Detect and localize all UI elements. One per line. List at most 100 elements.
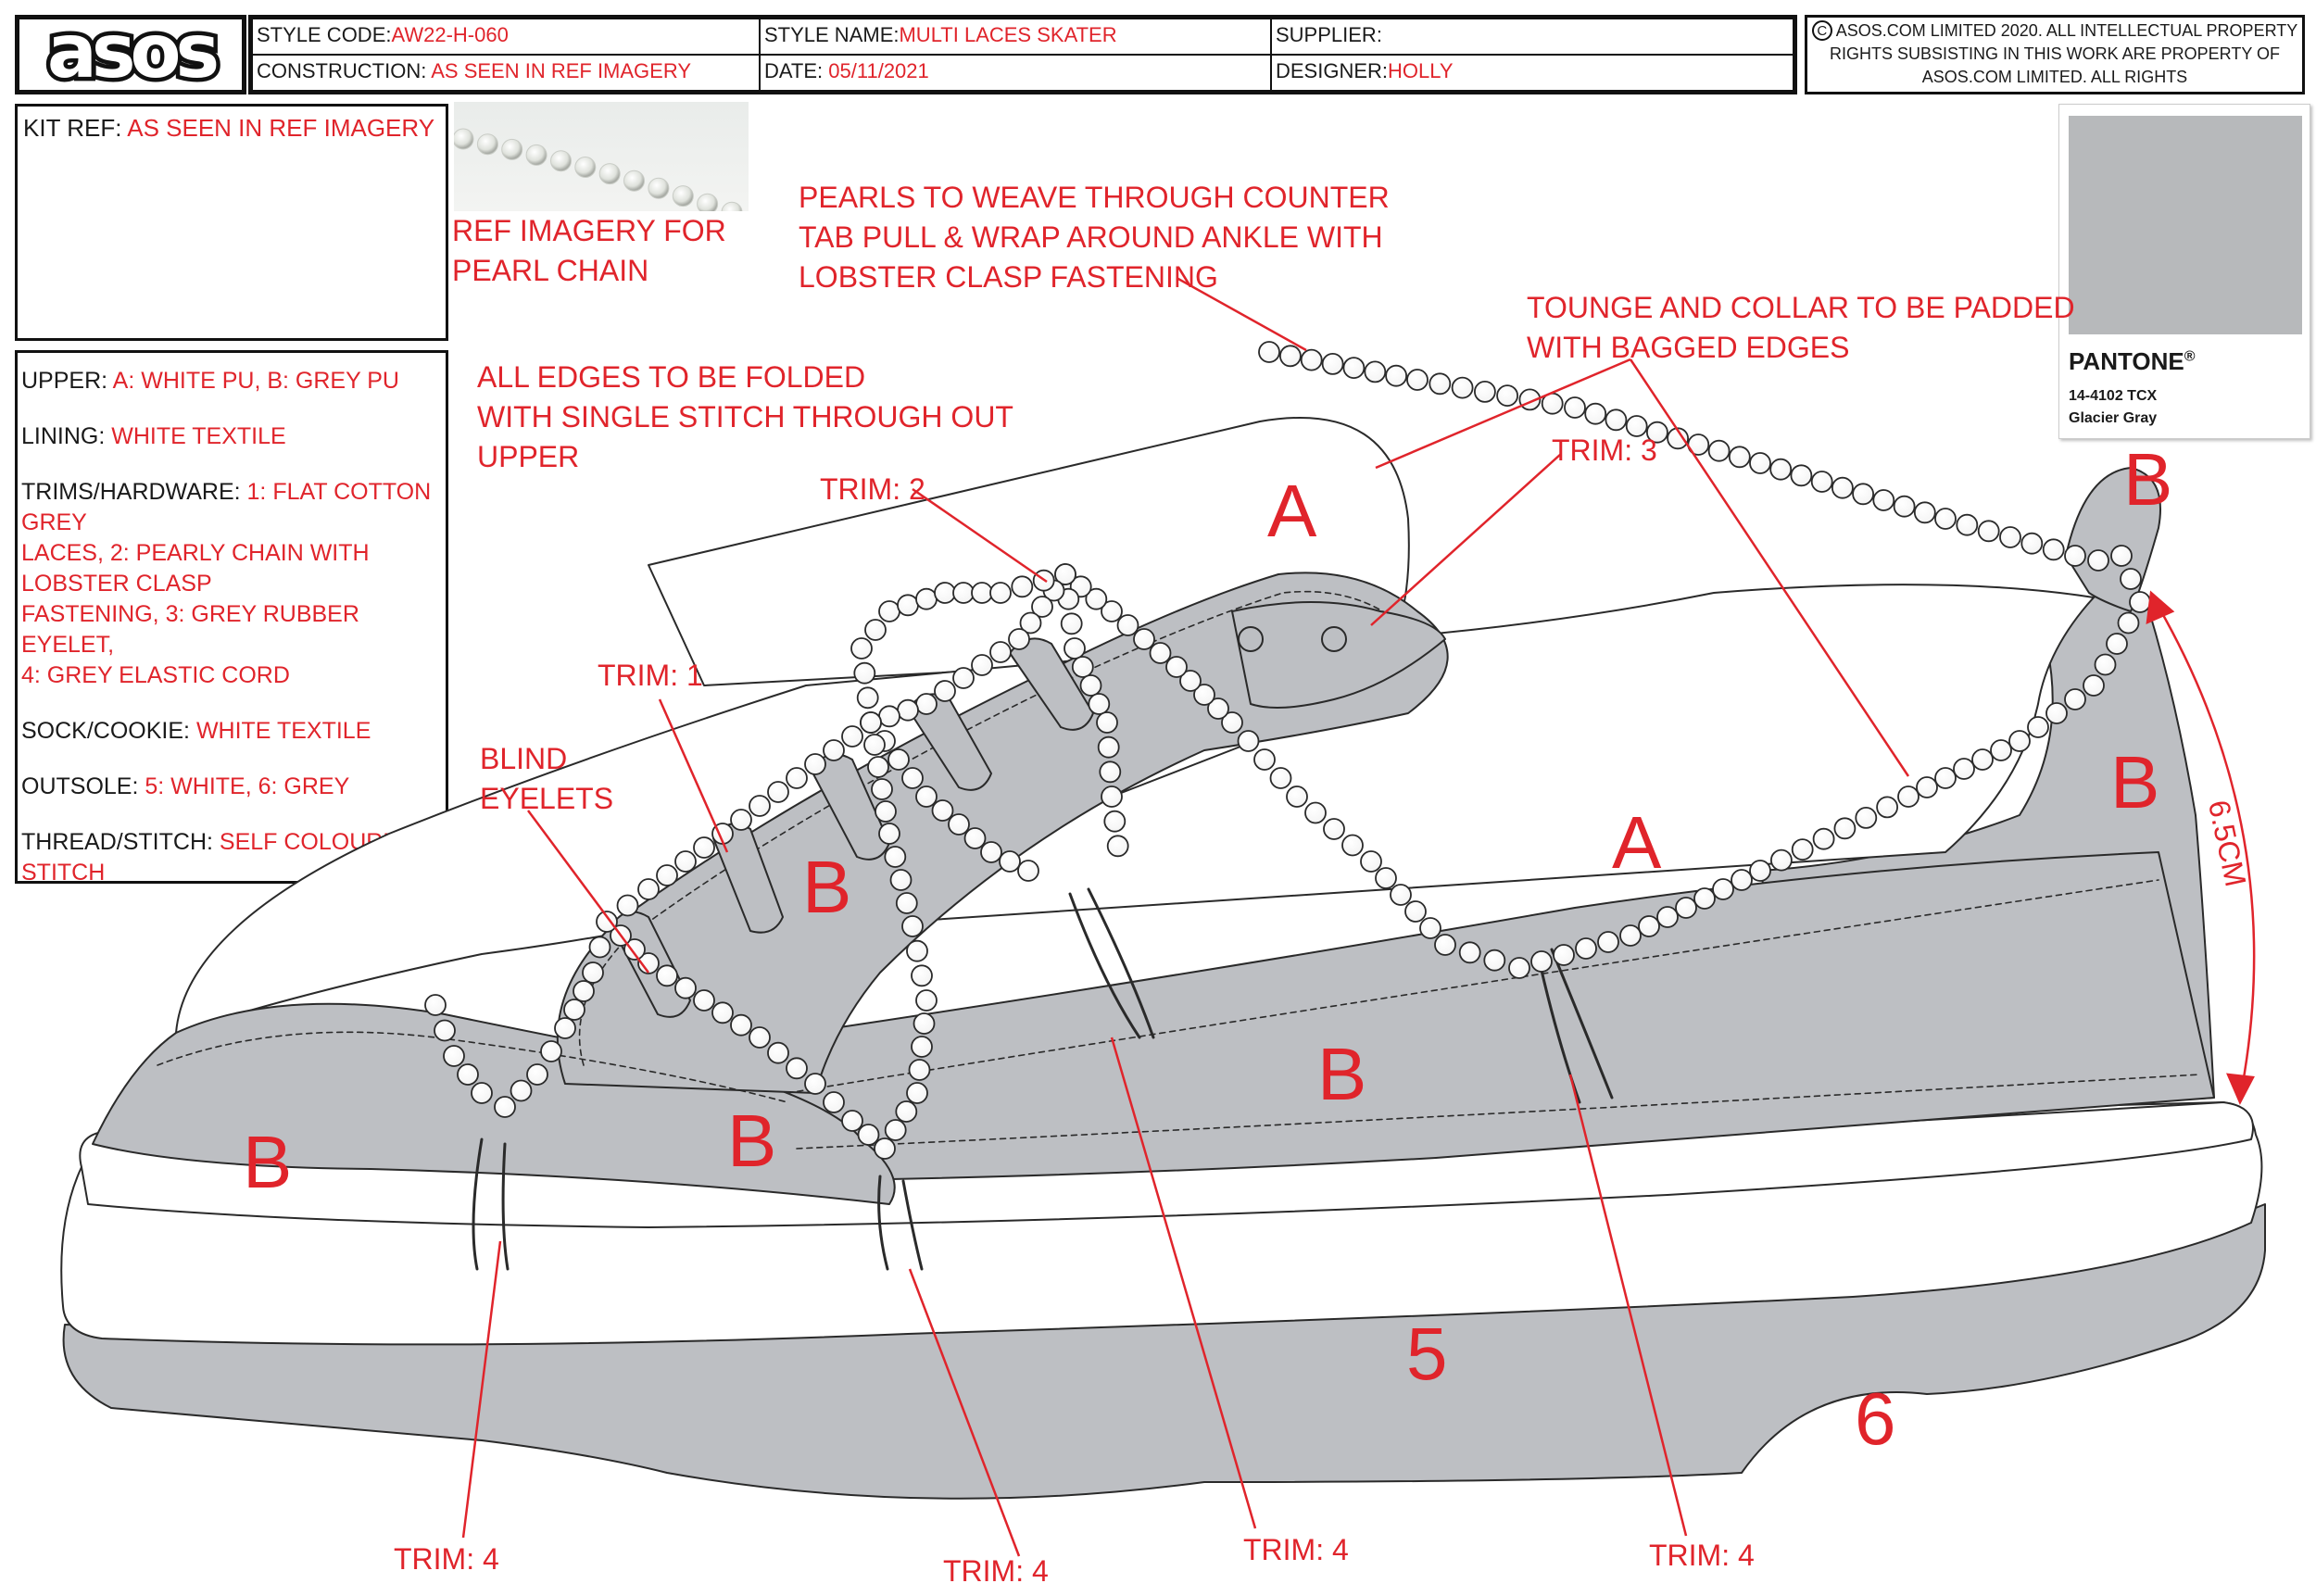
pearl bbox=[915, 785, 938, 808]
ref-pearl bbox=[525, 144, 548, 166]
ref-pearl bbox=[574, 157, 597, 178]
pearl bbox=[989, 582, 1012, 604]
spec-box: UPPER: A: WHITE PU, B: GREY PU LINING: W… bbox=[15, 350, 448, 886]
pearls-note-line-2: TAB PULL & WRAP AROUND ANKLE WITH bbox=[799, 220, 1383, 254]
pearl bbox=[1017, 860, 1039, 882]
supplier-label: SUPPLIER: bbox=[1276, 23, 1382, 46]
pearl bbox=[1149, 642, 1172, 664]
pearl bbox=[2008, 730, 2031, 752]
pearl bbox=[1831, 476, 1854, 499]
ref-pearl bbox=[672, 185, 694, 207]
measure-arrowhead-top bbox=[2146, 590, 2175, 625]
trim-4-label: TRIM: 4 bbox=[394, 1542, 499, 1576]
pearl bbox=[804, 1073, 826, 1095]
supplier-cell: SUPPLIER: bbox=[1272, 19, 1791, 54]
ref-pearl bbox=[454, 128, 474, 150]
pearl bbox=[1693, 887, 1716, 910]
pearl bbox=[1101, 600, 1123, 622]
pantone-brand-name: PANTONE bbox=[2069, 347, 2184, 375]
pearl bbox=[1406, 369, 1429, 391]
pearl bbox=[2117, 611, 2140, 635]
pearl bbox=[999, 850, 1021, 873]
pearl bbox=[1099, 760, 1122, 784]
ref-pearl bbox=[476, 133, 498, 156]
pearl bbox=[1605, 408, 1628, 432]
thread-label: THREAD/STITCH: bbox=[21, 829, 213, 855]
pearl bbox=[693, 836, 715, 859]
pearl bbox=[1179, 670, 1202, 692]
header-table: STYLE CODE:AW22-H-060 CONSTRUCTION: AS S… bbox=[248, 15, 1797, 94]
pearl bbox=[637, 952, 660, 974]
trims-value-3: FASTENING, 3: GREY RUBBER EYELET, bbox=[21, 601, 359, 658]
pearl bbox=[2087, 549, 2109, 572]
blind-eyelets-line-2: EYELETS bbox=[480, 782, 614, 815]
pearl bbox=[1321, 352, 1344, 375]
pearl bbox=[1097, 735, 1120, 759]
pearl bbox=[1916, 776, 1938, 798]
pearl bbox=[1071, 656, 1094, 678]
elastic-cord bbox=[1068, 887, 1155, 1039]
pearl bbox=[963, 827, 987, 849]
leader-line bbox=[1375, 358, 1631, 470]
ref-imagery-line-2: PEARL CHAIN bbox=[452, 254, 649, 287]
pearl bbox=[2020, 532, 2044, 555]
pearl bbox=[913, 1012, 936, 1035]
outsole-value: 5: WHITE, 6: GREY bbox=[145, 773, 350, 799]
lining-value: WHITE TEXTILE bbox=[111, 423, 286, 449]
sock-value: WHITE TEXTILE bbox=[195, 718, 371, 744]
pearl bbox=[749, 795, 771, 817]
pearl bbox=[1019, 611, 1042, 635]
pearl bbox=[1434, 934, 1456, 956]
pearl bbox=[971, 582, 993, 604]
pearl bbox=[1193, 684, 1215, 706]
style-code-cell: STYLE CODE:AW22-H-060 bbox=[253, 19, 759, 54]
pearl bbox=[874, 1137, 896, 1160]
pearl bbox=[2042, 538, 2065, 561]
pearl bbox=[889, 869, 913, 891]
pearl bbox=[915, 587, 938, 610]
leader-lines bbox=[461, 276, 2256, 1557]
pearl bbox=[1360, 850, 1382, 873]
pearls-note: PEARLS TO WEAVE THROUGH COUNTER TAB PULL… bbox=[799, 178, 1390, 297]
pearl bbox=[857, 1124, 880, 1146]
pearl bbox=[1530, 950, 1553, 973]
pearl bbox=[878, 600, 900, 622]
pearl bbox=[856, 686, 879, 710]
style-name-value: MULTI LACES SKATER bbox=[899, 23, 1117, 46]
pearl bbox=[1575, 937, 1597, 960]
pearl bbox=[864, 619, 887, 641]
pearl bbox=[1855, 807, 1878, 829]
pearl bbox=[730, 1013, 752, 1037]
style-code-label: STYLE CODE: bbox=[257, 23, 392, 46]
pearl bbox=[1812, 827, 1835, 850]
pearl bbox=[1085, 587, 1108, 610]
pearl bbox=[1404, 900, 1427, 923]
ref-pearl bbox=[648, 177, 670, 199]
pearl bbox=[841, 725, 863, 748]
date-value: 05/11/2021 bbox=[828, 59, 929, 82]
pearl bbox=[767, 1041, 789, 1064]
pearl bbox=[616, 894, 639, 917]
pearl bbox=[2110, 545, 2133, 567]
pearl bbox=[1286, 785, 1308, 808]
pearl bbox=[510, 1079, 533, 1102]
pearl bbox=[1054, 563, 1076, 585]
pearls-note-line-1: PEARLS TO WEAVE THROUGH COUNTER bbox=[799, 181, 1390, 214]
pearl bbox=[884, 1119, 907, 1141]
pearl bbox=[1096, 711, 1118, 734]
pearl bbox=[2064, 545, 2086, 567]
part-letter-b: B bbox=[2110, 741, 2160, 823]
pearl bbox=[1060, 612, 1083, 635]
ref-pearl bbox=[550, 150, 572, 172]
pantone-card: PANTONE® 14-4102 TCX Glacier Gray bbox=[2058, 104, 2310, 439]
tongue-note-line-2: WITH BAGGED EDGES bbox=[1527, 331, 1850, 364]
pearl bbox=[1999, 526, 2021, 548]
pearl bbox=[1728, 446, 1751, 469]
part-letter-b: B bbox=[802, 846, 852, 928]
pearl bbox=[895, 1100, 918, 1123]
part-letter-a: A bbox=[1267, 470, 1317, 552]
pearl bbox=[1619, 924, 1642, 947]
pearl bbox=[1253, 748, 1276, 771]
